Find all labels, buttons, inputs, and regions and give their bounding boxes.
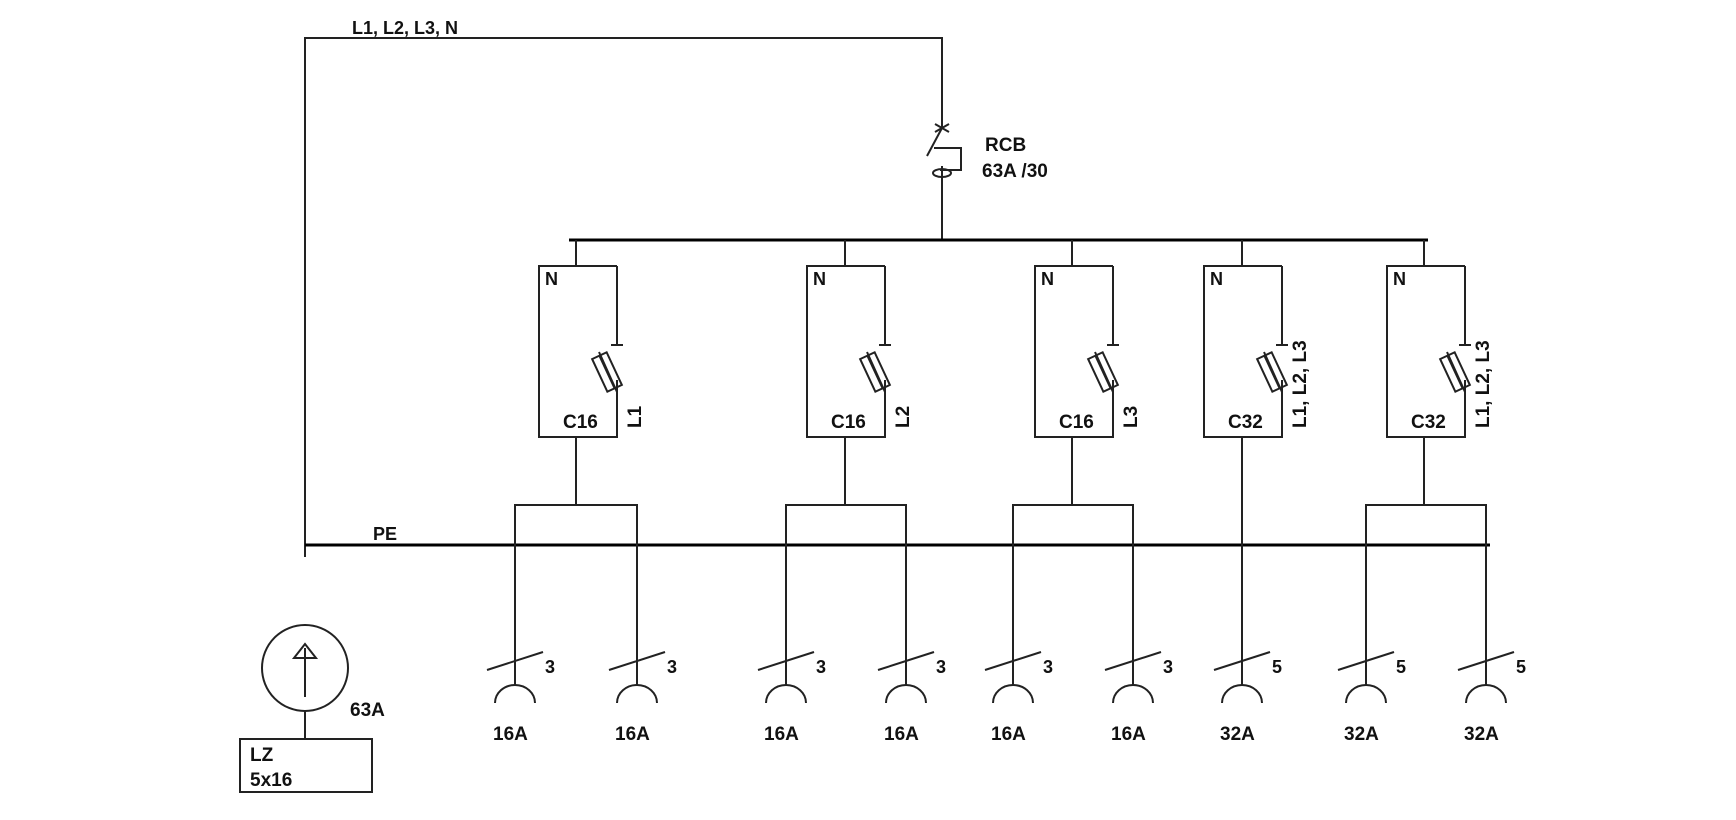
socket-outlet: 3 16A — [877, 651, 946, 745]
outlet-poles: 3 — [816, 657, 826, 677]
outlet-poles: 5 — [1272, 657, 1282, 677]
socket-outlet: 5 32A — [1457, 651, 1526, 745]
socket-icon — [885, 684, 927, 704]
outlet-rating: 16A — [884, 724, 919, 745]
breaker-rating: C16 — [1059, 412, 1094, 433]
outlet-rating: 16A — [615, 724, 650, 745]
breaker-phase: L1, L2, L3 — [1290, 340, 1311, 428]
pe-label: PE — [373, 524, 397, 544]
pole-slash-icon — [1457, 651, 1515, 671]
socket-outlet: 3 16A — [984, 651, 1053, 745]
socket-outlet: 5 32A — [1337, 651, 1406, 745]
pole-slash-icon — [486, 651, 544, 671]
lz-name: LZ — [250, 745, 274, 766]
neutral-label: N — [1393, 269, 1406, 289]
lz-size: 5x16 — [250, 770, 292, 791]
breaker-rating: C16 — [831, 412, 866, 433]
pole-slash-icon — [877, 651, 935, 671]
neutral-label: N — [1041, 269, 1054, 289]
outlet-rating: 16A — [1111, 724, 1146, 745]
socket-icon — [992, 684, 1034, 704]
socket-outlet: 5 32A — [1213, 651, 1282, 745]
socket-icon — [494, 684, 536, 704]
breaker-module: N C16 L2 — [785, 240, 914, 660]
socket-icon — [1465, 684, 1507, 704]
socket-icon — [1112, 684, 1154, 704]
pole-slash-icon — [608, 651, 666, 671]
outlet-rating: 16A — [764, 724, 799, 745]
breaker-module: N C16 L1 — [514, 240, 646, 660]
lz-box — [239, 738, 373, 793]
outlet-rating: 16A — [991, 724, 1026, 745]
feed-label: L1, L2, L3, N — [352, 18, 458, 38]
outlet-rating: 32A — [1344, 724, 1379, 745]
outlet-poles: 5 — [1396, 657, 1406, 677]
breaker-module: N C16 L3 — [1012, 240, 1142, 660]
rcb-symbol — [926, 123, 962, 240]
rcb-rating: 63A /30 — [982, 161, 1048, 182]
outlet-poles: 3 — [545, 657, 555, 677]
breaker-phase: L2 — [893, 406, 914, 428]
breaker-module: N C32 L1, L2, L3 — [1365, 240, 1494, 660]
breaker-rating: C16 — [563, 412, 598, 433]
socket-outlet: 3 16A — [486, 651, 555, 745]
main-feed-wire — [304, 37, 943, 557]
socket-outlet: 3 16A — [608, 651, 677, 745]
outlet-poles: 3 — [1163, 657, 1173, 677]
pole-slash-icon — [757, 651, 815, 671]
outlet-rating: 16A — [493, 724, 528, 745]
neutral-label: N — [813, 269, 826, 289]
socket-outlet: 3 16A — [1104, 651, 1173, 745]
outlet-poles: 5 — [1516, 657, 1526, 677]
outlet-poles: 3 — [667, 657, 677, 677]
meter-rating: 63A — [350, 700, 385, 721]
pole-slash-icon — [1337, 651, 1395, 671]
socket-icon — [1221, 684, 1263, 704]
pole-slash-icon — [1104, 651, 1162, 671]
breaker-phase: L3 — [1121, 406, 1142, 428]
breaker-phase: L1 — [625, 405, 646, 428]
socket-icon — [1345, 684, 1387, 704]
pole-slash-icon — [984, 651, 1042, 671]
rcb-name: RCB — [985, 135, 1026, 156]
outlet-poles: 3 — [1043, 657, 1053, 677]
breaker-rating: C32 — [1228, 412, 1263, 433]
breaker-rating: C32 — [1411, 412, 1446, 433]
socket-outlet: 3 16A — [757, 651, 826, 745]
pole-slash-icon — [1213, 651, 1271, 671]
outlet-poles: 3 — [936, 657, 946, 677]
outlet-rating: 32A — [1464, 724, 1499, 745]
outlet-rating: 32A — [1220, 724, 1255, 745]
socket-icon — [616, 684, 658, 704]
supply-meter-icon — [261, 624, 349, 739]
neutral-label: N — [545, 269, 558, 289]
breaker-module: N C32 L1, L2, L3 — [1203, 240, 1311, 660]
socket-icon — [765, 684, 807, 704]
breaker-phase: L1, L2, L3 — [1473, 340, 1494, 428]
neutral-label: N — [1210, 269, 1223, 289]
